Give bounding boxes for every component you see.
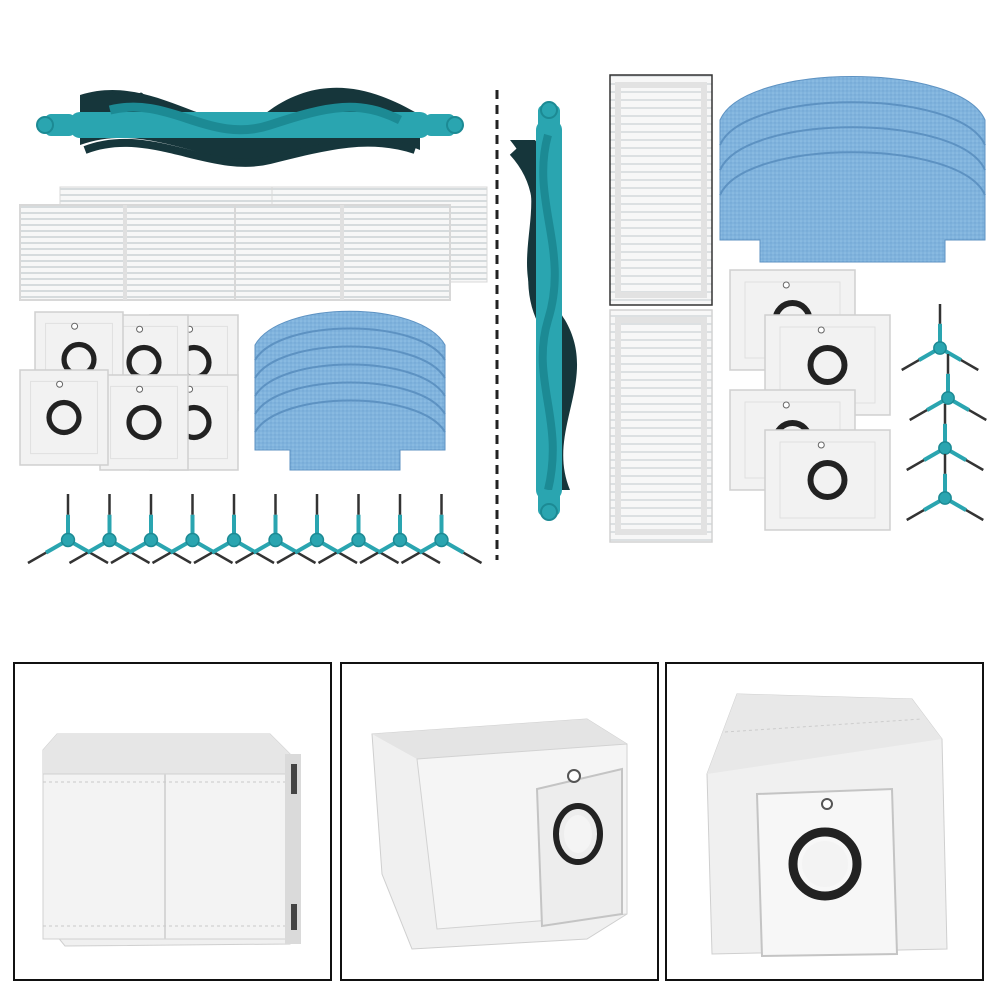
- product-collage: [19, 74, 987, 565]
- hepa-filters-right: [609, 74, 713, 543]
- main-roller-brush-vertical: [509, 101, 578, 521]
- side-brush: [193, 494, 275, 565]
- side-brush: [906, 454, 984, 522]
- panel-bag-top: [665, 662, 984, 981]
- side-brush: [400, 494, 483, 565]
- side-brush: [317, 494, 400, 565]
- side-brush: [68, 494, 151, 565]
- side-brush: [276, 494, 358, 565]
- side-brushes-left: [27, 494, 483, 565]
- side-brush: [901, 304, 979, 372]
- dust-bag: [99, 374, 189, 471]
- side-brush: [909, 354, 987, 422]
- side-brush: [234, 494, 317, 565]
- dust-bag: [764, 429, 891, 531]
- side-brush: [110, 494, 192, 565]
- hepa-filters-left: [19, 186, 488, 301]
- side-brush: [906, 404, 984, 472]
- panel-bag-angled: [340, 662, 659, 981]
- side-brush: [359, 494, 441, 565]
- side-brush: [27, 494, 109, 565]
- mop-pads-right: [719, 76, 986, 263]
- main-roller-brush-horizontal: [36, 87, 464, 167]
- side-brushes-right: [901, 304, 987, 522]
- dust-bag: [19, 369, 109, 466]
- mop-pads-left: [254, 310, 446, 471]
- dust-bags-right: [729, 269, 891, 531]
- side-brush: [151, 494, 234, 565]
- dust-bags-left: [19, 311, 239, 471]
- panel-bag-front: [13, 662, 332, 981]
